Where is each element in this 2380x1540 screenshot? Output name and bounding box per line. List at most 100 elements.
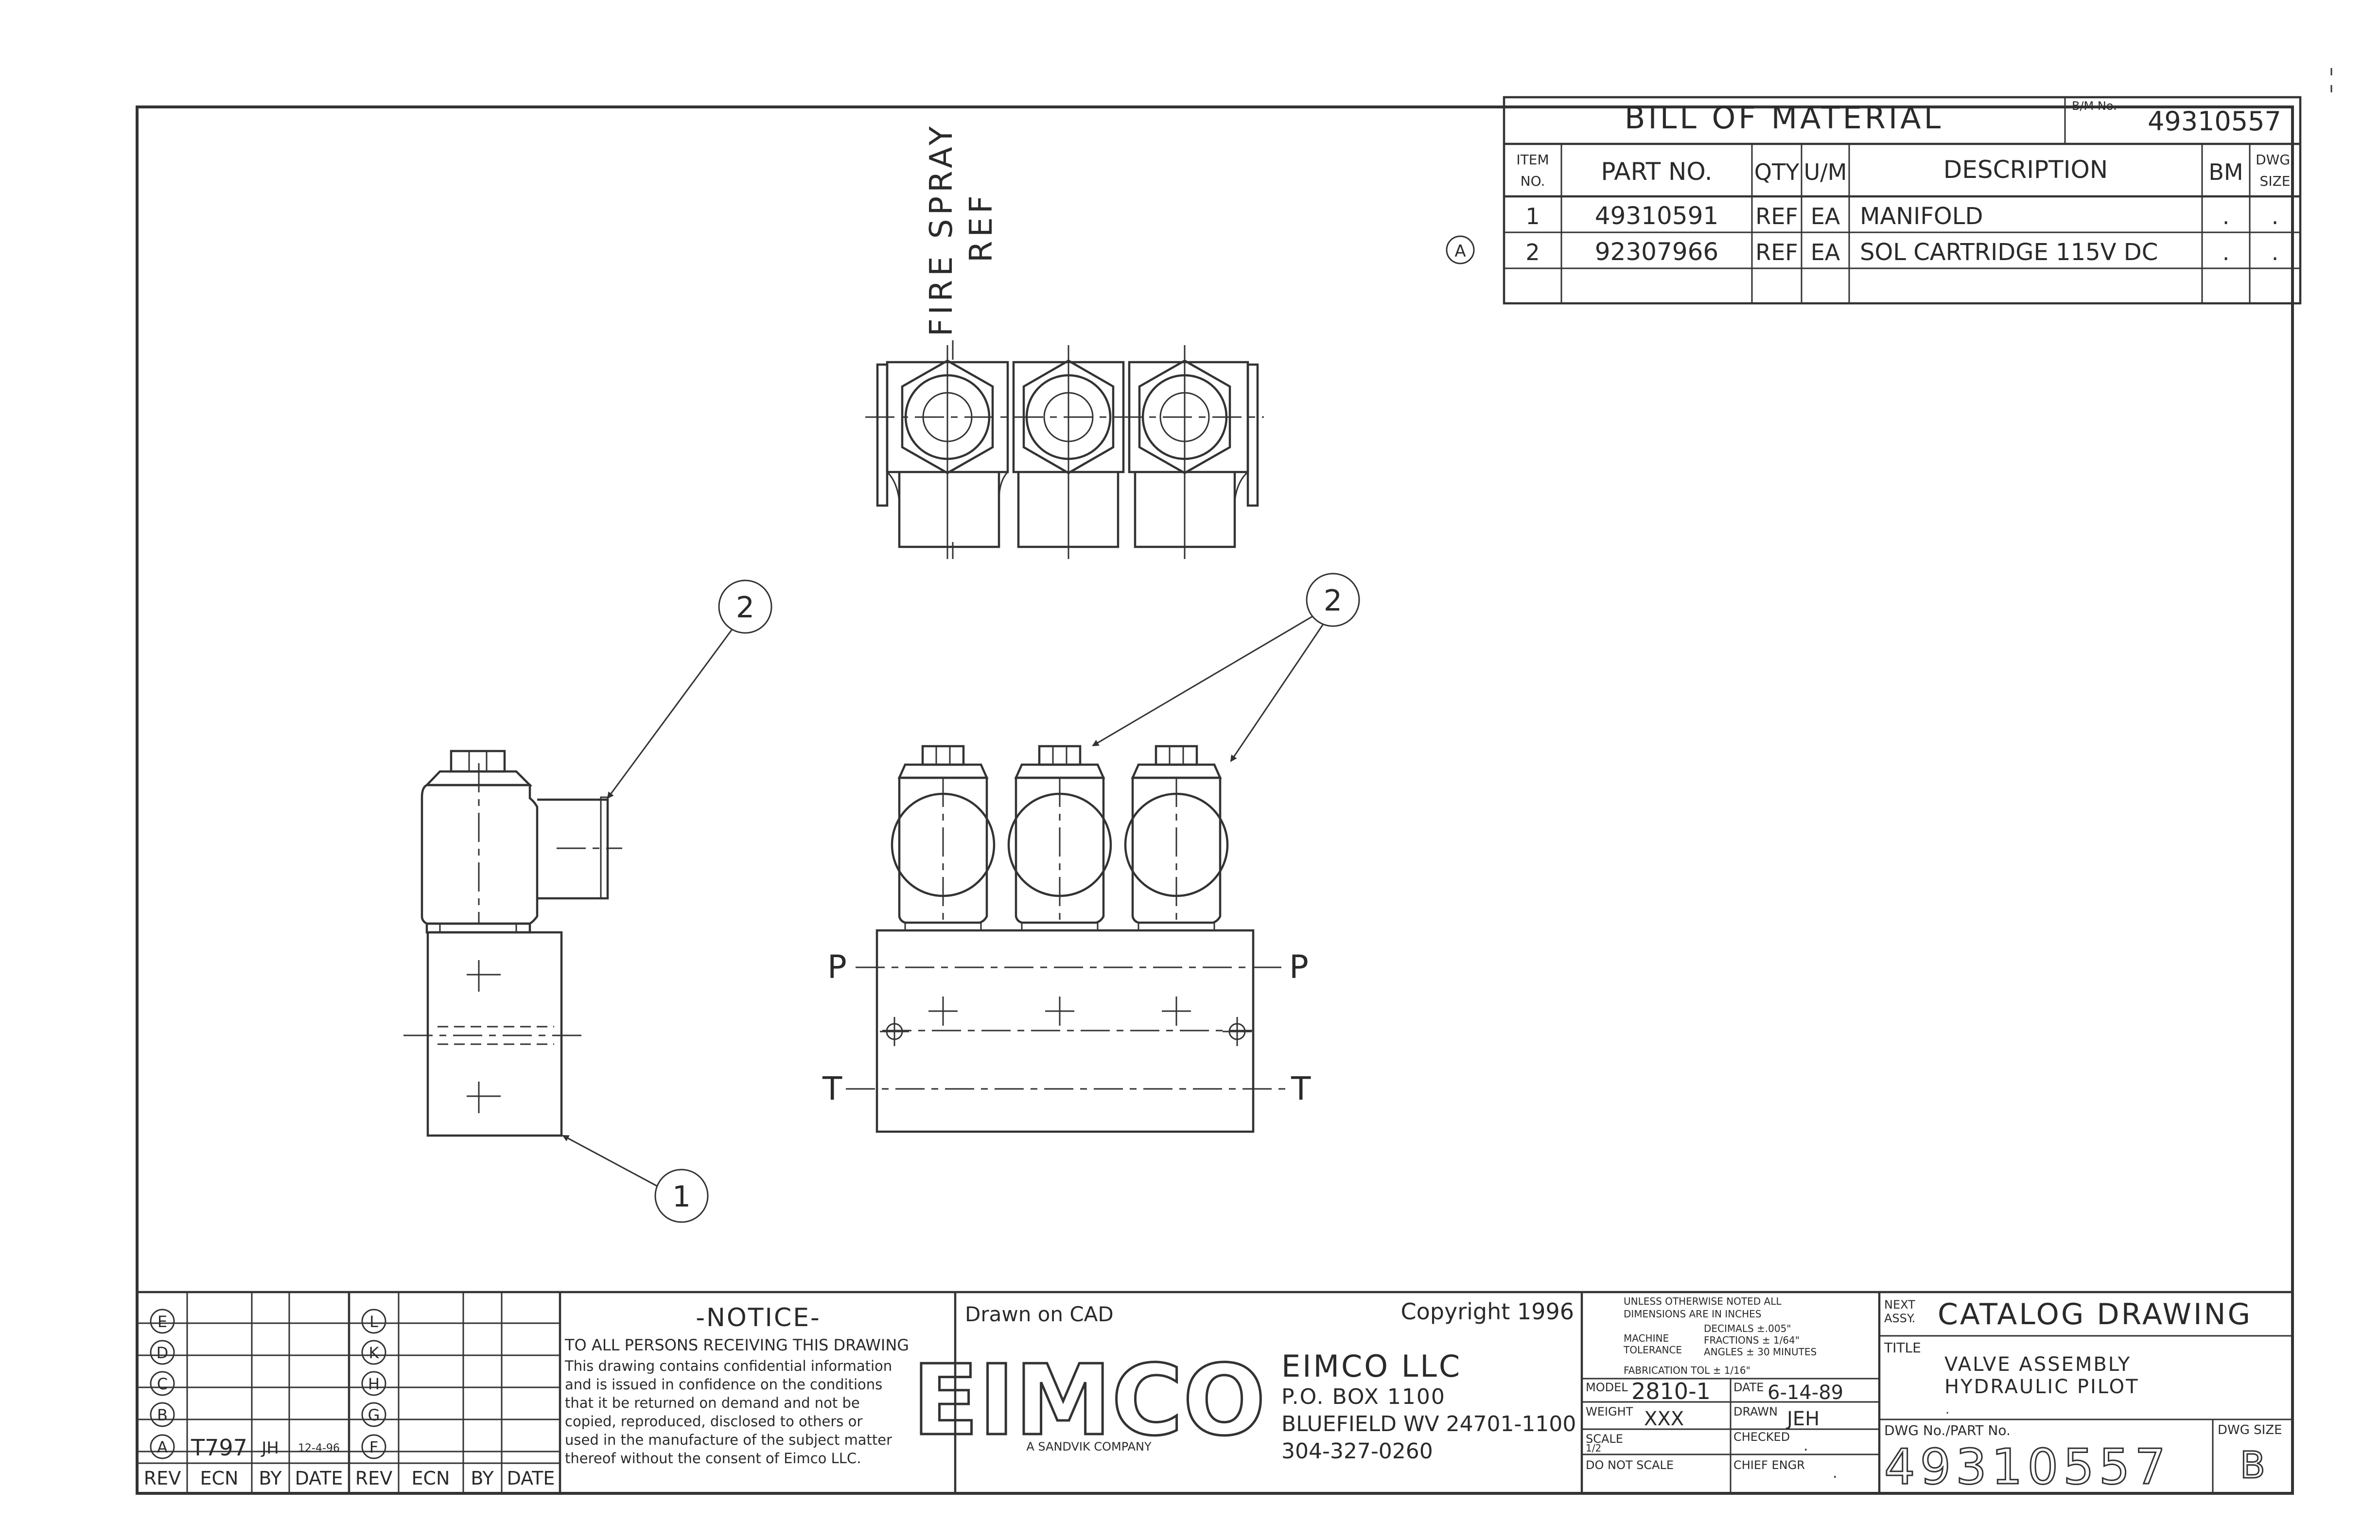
svg-text:.: .	[2222, 239, 2230, 265]
logo-subtitle: A SANDVIK COMPANY	[1026, 1440, 1152, 1453]
svg-text:that it be returned on demand: that it be returned on demand and not be	[565, 1395, 860, 1411]
drawn-value: JEH	[1785, 1408, 1820, 1430]
tolerance-block: UNLESS OTHERWISE NOTED ALL DIMENSIONS AR…	[1582, 1292, 1881, 1493]
svg-text:.: .	[2272, 203, 2279, 229]
header-item-no: ITEM	[1516, 152, 1549, 168]
company-box: P.O. BOX 1100	[1281, 1384, 1446, 1409]
svg-text:49310591: 49310591	[1595, 202, 1719, 230]
svg-text:ECN: ECN	[200, 1468, 239, 1489]
svg-text:SIZE: SIZE	[2260, 173, 2291, 189]
svg-text:REF: REF	[963, 192, 999, 262]
balloon-2-side: 2	[607, 579, 772, 799]
revision-table: E D C B A L K H G F T797 JH 12-4-96	[137, 1292, 561, 1493]
coil-3	[1124, 745, 1229, 931]
svg-text:MODEL: MODEL	[1586, 1381, 1628, 1394]
svg-text:BY: BY	[471, 1468, 494, 1489]
svg-text:E: E	[158, 1312, 167, 1331]
svg-text:2: 2	[736, 591, 754, 625]
svg-text:REV: REV	[144, 1468, 181, 1489]
rev-header: REV ECN BY DATE REV ECN BY DATE	[144, 1468, 555, 1489]
drawing-number: 49310557	[1884, 1438, 2170, 1495]
svg-text:.: .	[2272, 239, 2279, 265]
svg-text:DRAWN: DRAWN	[1733, 1405, 1778, 1418]
notice-title: -NOTICE-	[696, 1303, 821, 1332]
svg-text:DATE: DATE	[507, 1468, 555, 1489]
svg-text:A: A	[157, 1438, 168, 1456]
svg-text:SCALE: SCALE	[1586, 1432, 1623, 1446]
drawing-size: B	[2240, 1443, 2265, 1487]
port-t-right: T	[1291, 1070, 1311, 1107]
svg-text:CHECKED: CHECKED	[1733, 1430, 1790, 1444]
svg-text:EA: EA	[1811, 203, 1840, 229]
svg-text:FRACTIONS ± 1/64": FRACTIONS ± 1/64"	[1704, 1334, 1800, 1346]
header-part-no: PART NO.	[1601, 158, 1712, 186]
svg-text:ANGLES ± 30 MINUTES: ANGLES ± 30 MINUTES	[1704, 1346, 1817, 1358]
bom-title: BILL OF MATERIAL	[1625, 100, 1943, 136]
svg-text:DWG SIZE: DWG SIZE	[2218, 1423, 2282, 1437]
svg-text:12-4-96: 12-4-96	[298, 1442, 340, 1454]
rev-letters-left: E D C B A	[150, 1309, 175, 1459]
svg-text:K: K	[369, 1344, 380, 1362]
svg-text:REV: REV	[355, 1468, 392, 1489]
header-description: DESCRIPTION	[1943, 156, 2108, 184]
svg-text:DIMENSIONS ARE IN INCHES: DIMENSIONS ARE IN INCHES	[1624, 1308, 1762, 1320]
svg-text:WEIGHT: WEIGHT	[1586, 1405, 1633, 1418]
copyright: Copyright 1996	[1401, 1298, 1574, 1325]
valve-top-1	[886, 345, 1009, 559]
svg-text:.: .	[1833, 1465, 1838, 1482]
svg-text:DO NOT SCALE: DO NOT SCALE	[1586, 1458, 1674, 1472]
svg-text:SOL CARTRIDGE 115V DC: SOL CARTRIDGE 115V DC	[1860, 239, 2158, 266]
svg-text:FIRE SPRAY: FIRE SPRAY	[924, 122, 960, 336]
svg-text:A: A	[1454, 242, 1466, 261]
svg-text:MANIFOLD: MANIFOLD	[1860, 203, 1983, 230]
svg-text:2: 2	[1525, 239, 1540, 265]
date-value: 6-14-89	[1768, 1382, 1843, 1404]
port-p-left: P	[827, 948, 847, 986]
svg-text:MACHINE: MACHINE	[1624, 1332, 1669, 1344]
valve-top-3	[1128, 345, 1249, 559]
company-name: EIMCO LLC	[1281, 1348, 1462, 1384]
coil-2	[1007, 745, 1112, 931]
company-phone: 304-327-0260	[1281, 1439, 1433, 1464]
svg-text:NEXT: NEXT	[1884, 1298, 1915, 1312]
bom-row-1: 1 49310591 REF EA MANIFOLD . .	[1525, 202, 2278, 230]
svg-text:1: 1	[672, 1180, 691, 1214]
bom-number-label: B/M No.	[2072, 99, 2117, 113]
top-view	[865, 340, 1264, 559]
header-dwg-size: DWG.	[2256, 152, 2294, 168]
svg-text:G: G	[368, 1406, 380, 1424]
fire-spray-ref-label: FIRE SPRAY REF	[924, 122, 999, 336]
svg-text:ECN: ECN	[412, 1468, 450, 1489]
drawn-on-cad: Drawn on CAD	[965, 1302, 1114, 1326]
svg-text:.: .	[1945, 1402, 1949, 1417]
svg-text:REF: REF	[1755, 239, 1798, 265]
header-bm: BM	[2208, 159, 2243, 185]
svg-text:CHIEF ENGR: CHIEF ENGR	[1733, 1458, 1805, 1472]
svg-text:TO ALL PERSONS RECEIVING THIS: TO ALL PERSONS RECEIVING THIS DRAWING	[564, 1336, 909, 1354]
svg-text:NO.: NO.	[1521, 173, 1545, 189]
bom-number: 49310557	[2148, 106, 2281, 137]
svg-text:copied, reproduced, disclosed: copied, reproduced, disclosed to others …	[565, 1413, 862, 1430]
company-city: BLUEFIELD WV 24701-1100	[1281, 1412, 1576, 1436]
svg-text:REF: REF	[1755, 203, 1798, 229]
next-assy-value: CATALOG DRAWING	[1938, 1297, 2252, 1331]
title-line-1: VALVE ASSEMBLY	[1944, 1353, 2131, 1376]
svg-text:.: .	[2222, 203, 2230, 229]
title-block: NEXT ASSY. CATALOG DRAWING TITLE VALVE A…	[1879, 1297, 2292, 1496]
valve-top-2	[1012, 345, 1125, 559]
svg-text:TOLERANCE: TOLERANCE	[1623, 1344, 1682, 1356]
header-um: U/M	[1804, 159, 1847, 185]
notice-block: -NOTICE- TO ALL PERSONS RECEIVING THIS D…	[564, 1292, 957, 1493]
balloon-2-front: 2	[1092, 573, 1360, 762]
svg-text:TITLE: TITLE	[1884, 1340, 1921, 1356]
header-qty: QTY	[1754, 159, 1800, 185]
svg-text:.: .	[1803, 1437, 1808, 1454]
weight-value: XXX	[1644, 1408, 1684, 1430]
svg-text:DWG No./PART No.: DWG No./PART No.	[1884, 1422, 2011, 1438]
company-block: Drawn on CAD Copyright 1996 EIMCO A SAND…	[911, 1292, 1583, 1493]
svg-text:JH: JH	[261, 1438, 279, 1458]
front-view: P P T T	[822, 745, 1311, 1133]
svg-text:UNLESS OTHERWISE NOTED ALL: UNLESS OTHERWISE NOTED ALL	[1624, 1295, 1782, 1307]
svg-text:BY: BY	[259, 1468, 282, 1489]
